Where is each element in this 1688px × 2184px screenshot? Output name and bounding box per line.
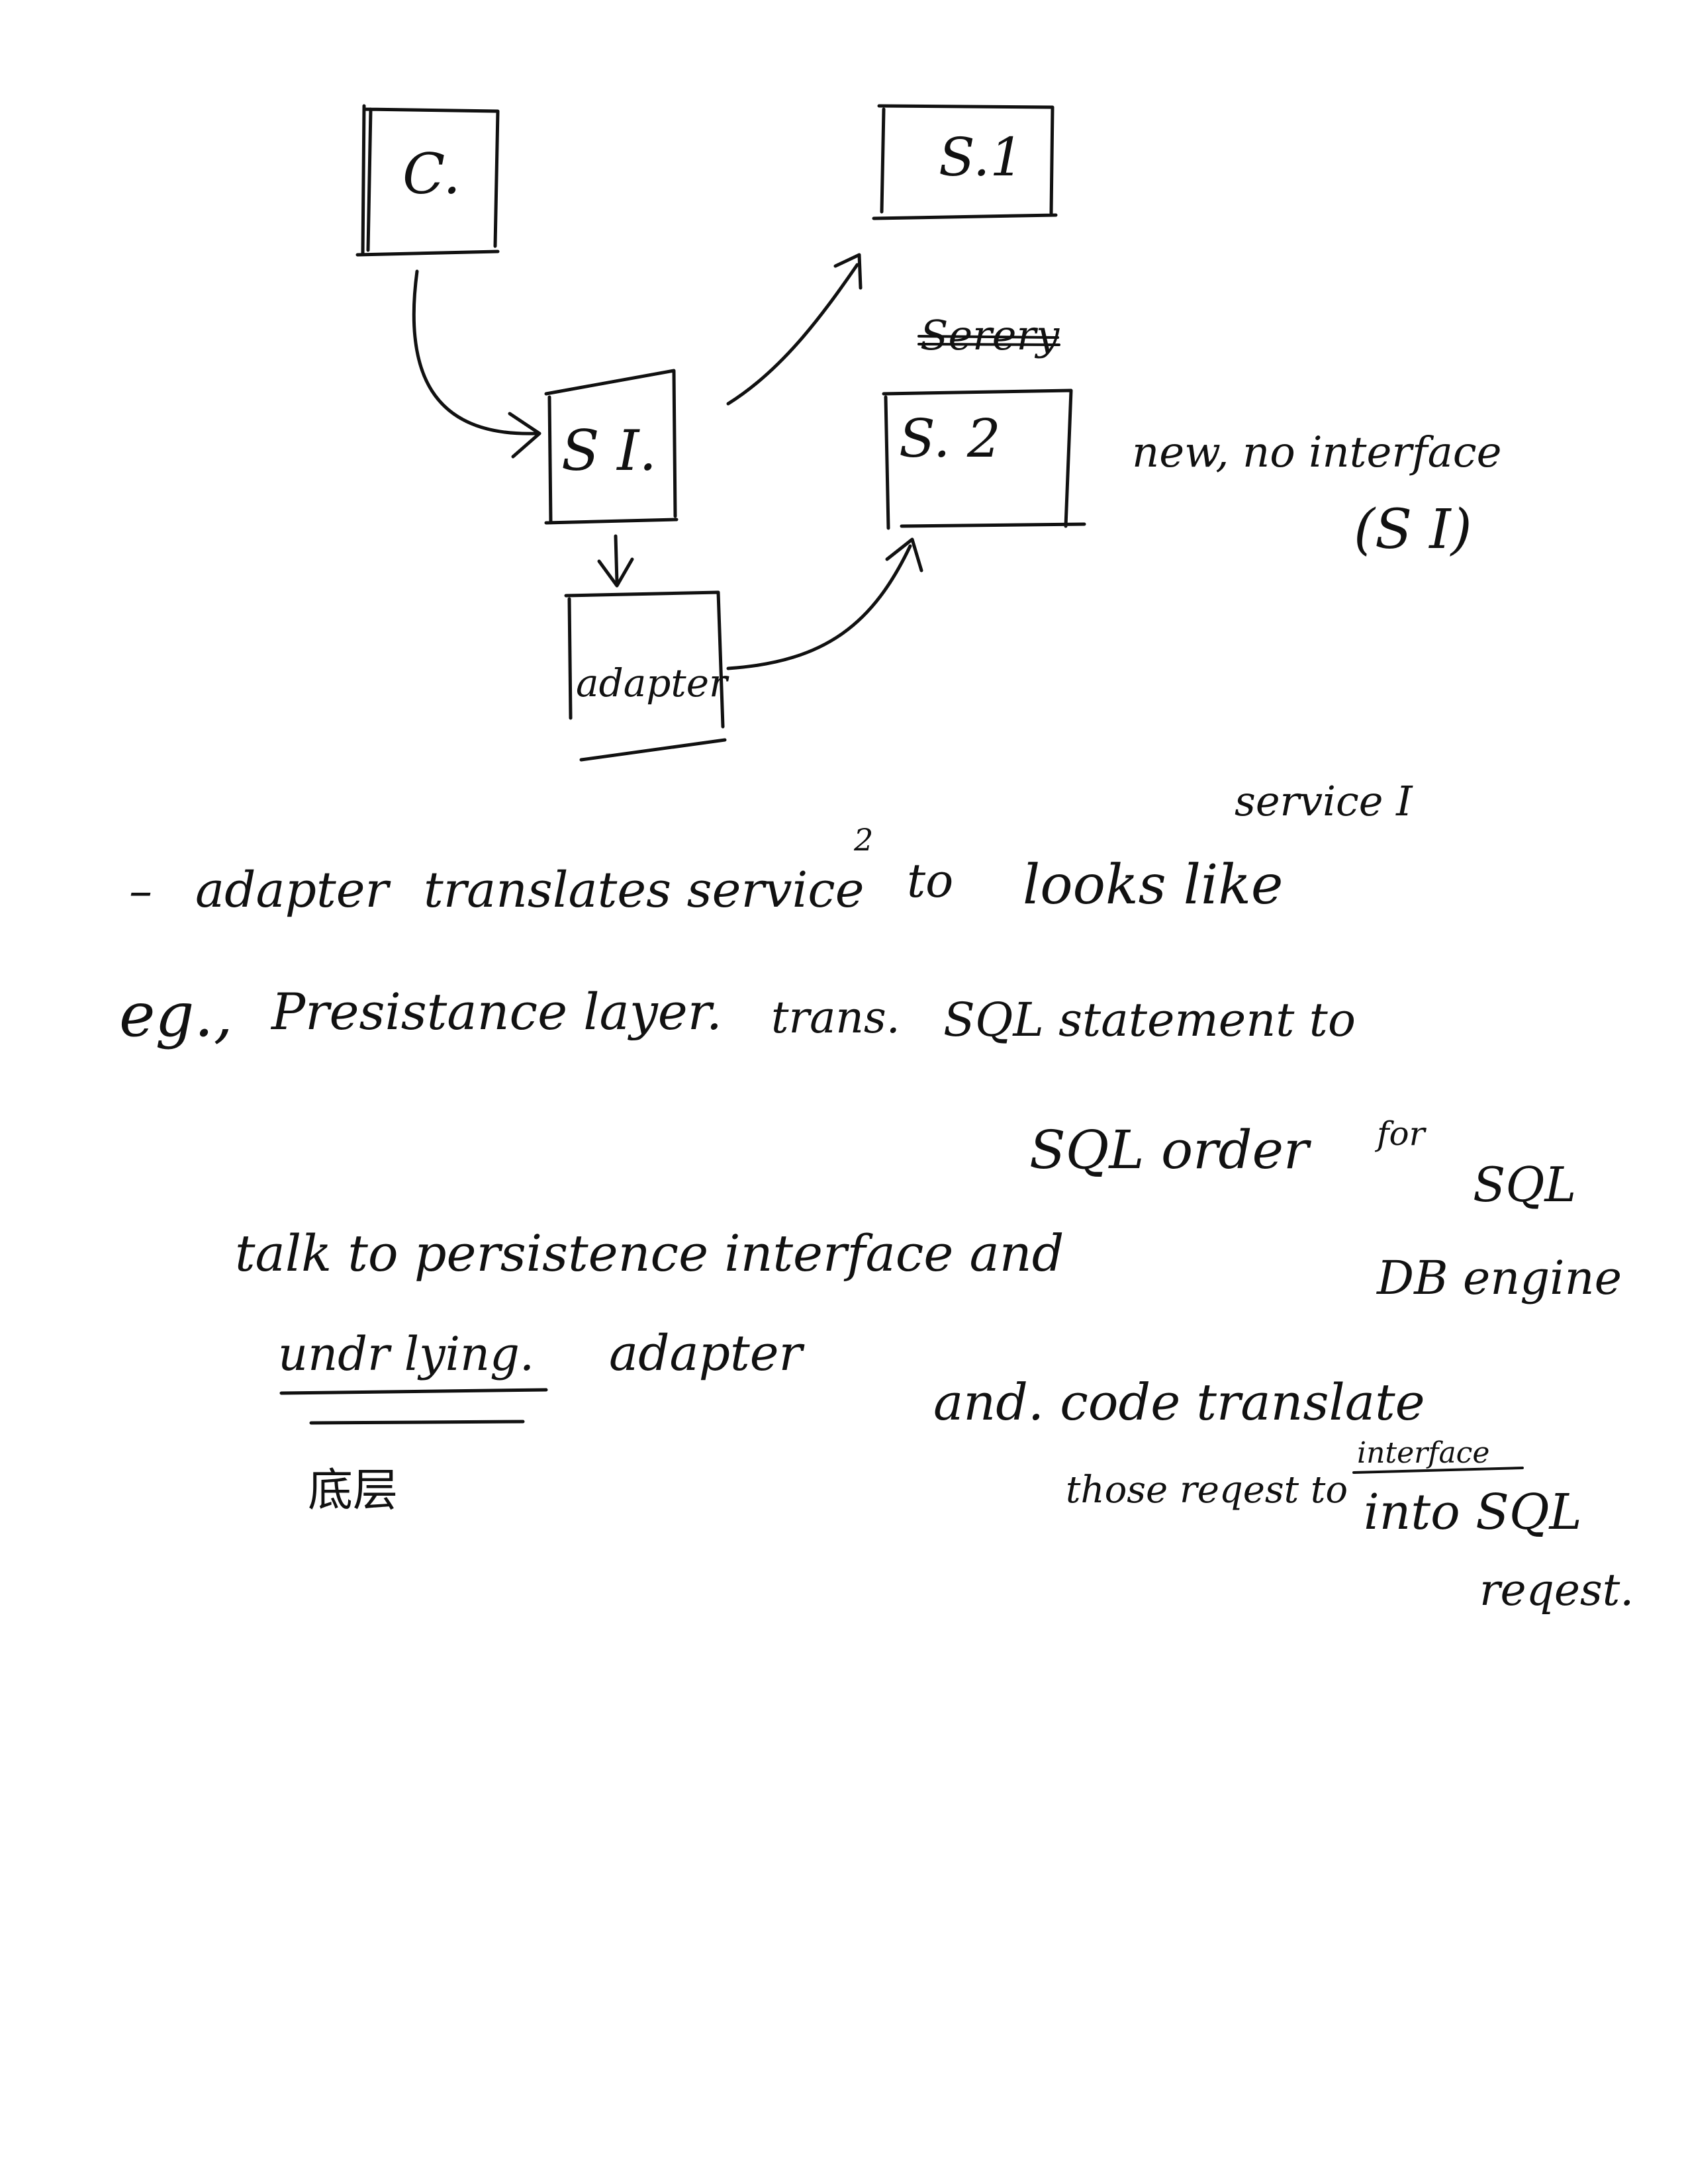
- note-sql-statement: SQL statement to: [943, 993, 1356, 1047]
- note-into-sql: into SQL: [1364, 1484, 1582, 1541]
- note-underlying-group: undr lying.: [278, 1327, 548, 1425]
- service2-crossed-label-group: Serery: [917, 311, 1060, 359]
- note-looks-like: looks like: [1023, 854, 1283, 917]
- service2-node: S. 2: [882, 388, 1086, 530]
- arrow-interface-to-service1: [726, 253, 863, 406]
- note-and-code-translate: and. code translate: [933, 1373, 1425, 1432]
- interface-underline: [1352, 1467, 1524, 1474]
- note-adapter-2: adapter: [609, 1325, 806, 1382]
- note-sql-right: SQL: [1473, 1157, 1576, 1212]
- note-superscript-2: 2: [853, 822, 873, 858]
- arrow-adapter-to-service2: [726, 537, 923, 670]
- note-for: for: [1374, 1115, 1427, 1153]
- service-interface-label: S I.: [561, 418, 657, 483]
- note-persistence-layer: Presistance layer.: [270, 982, 722, 1041]
- client-label: C.: [402, 142, 461, 206]
- note-eg: eg.,: [119, 979, 233, 1050]
- arrow-interface-to-adapter: [597, 534, 634, 588]
- note-underlying: undr lying.: [278, 1327, 534, 1381]
- service1-label: S.1: [939, 126, 1023, 188]
- note-request: reqest.: [1479, 1565, 1634, 1615]
- service-interface-node: S I.: [544, 369, 679, 525]
- adapter-node: adapter: [564, 590, 729, 762]
- service2-label: S. 2: [899, 408, 1001, 469]
- note-trans: trans.: [771, 992, 900, 1043]
- adapter-label: adapter: [576, 660, 729, 705]
- note-adapter-word: adapter: [195, 862, 392, 919]
- note-chinese: 底层: [308, 1465, 398, 1517]
- service1-node: S.1: [872, 104, 1058, 220]
- note-db-engine: DB engine: [1376, 1251, 1622, 1305]
- arrow-client-to-interface: [412, 269, 541, 459]
- note-service-above: service I: [1235, 777, 1413, 825]
- note-talk-to-persistence: talk to persistence interface and: [235, 1224, 1064, 1283]
- note-interface-small: interface: [1357, 1436, 1489, 1470]
- note-sql-order: SQL order: [1029, 1119, 1312, 1181]
- note-to: to: [907, 854, 953, 908]
- service2-note-paren: (S I): [1354, 498, 1472, 561]
- note-translates-service: translates service: [424, 862, 865, 919]
- client-node: C.: [355, 104, 500, 257]
- note-dash: –: [129, 864, 152, 918]
- note-those-request: those reqest to: [1066, 1469, 1348, 1512]
- service2-note: new, no interface: [1132, 428, 1502, 477]
